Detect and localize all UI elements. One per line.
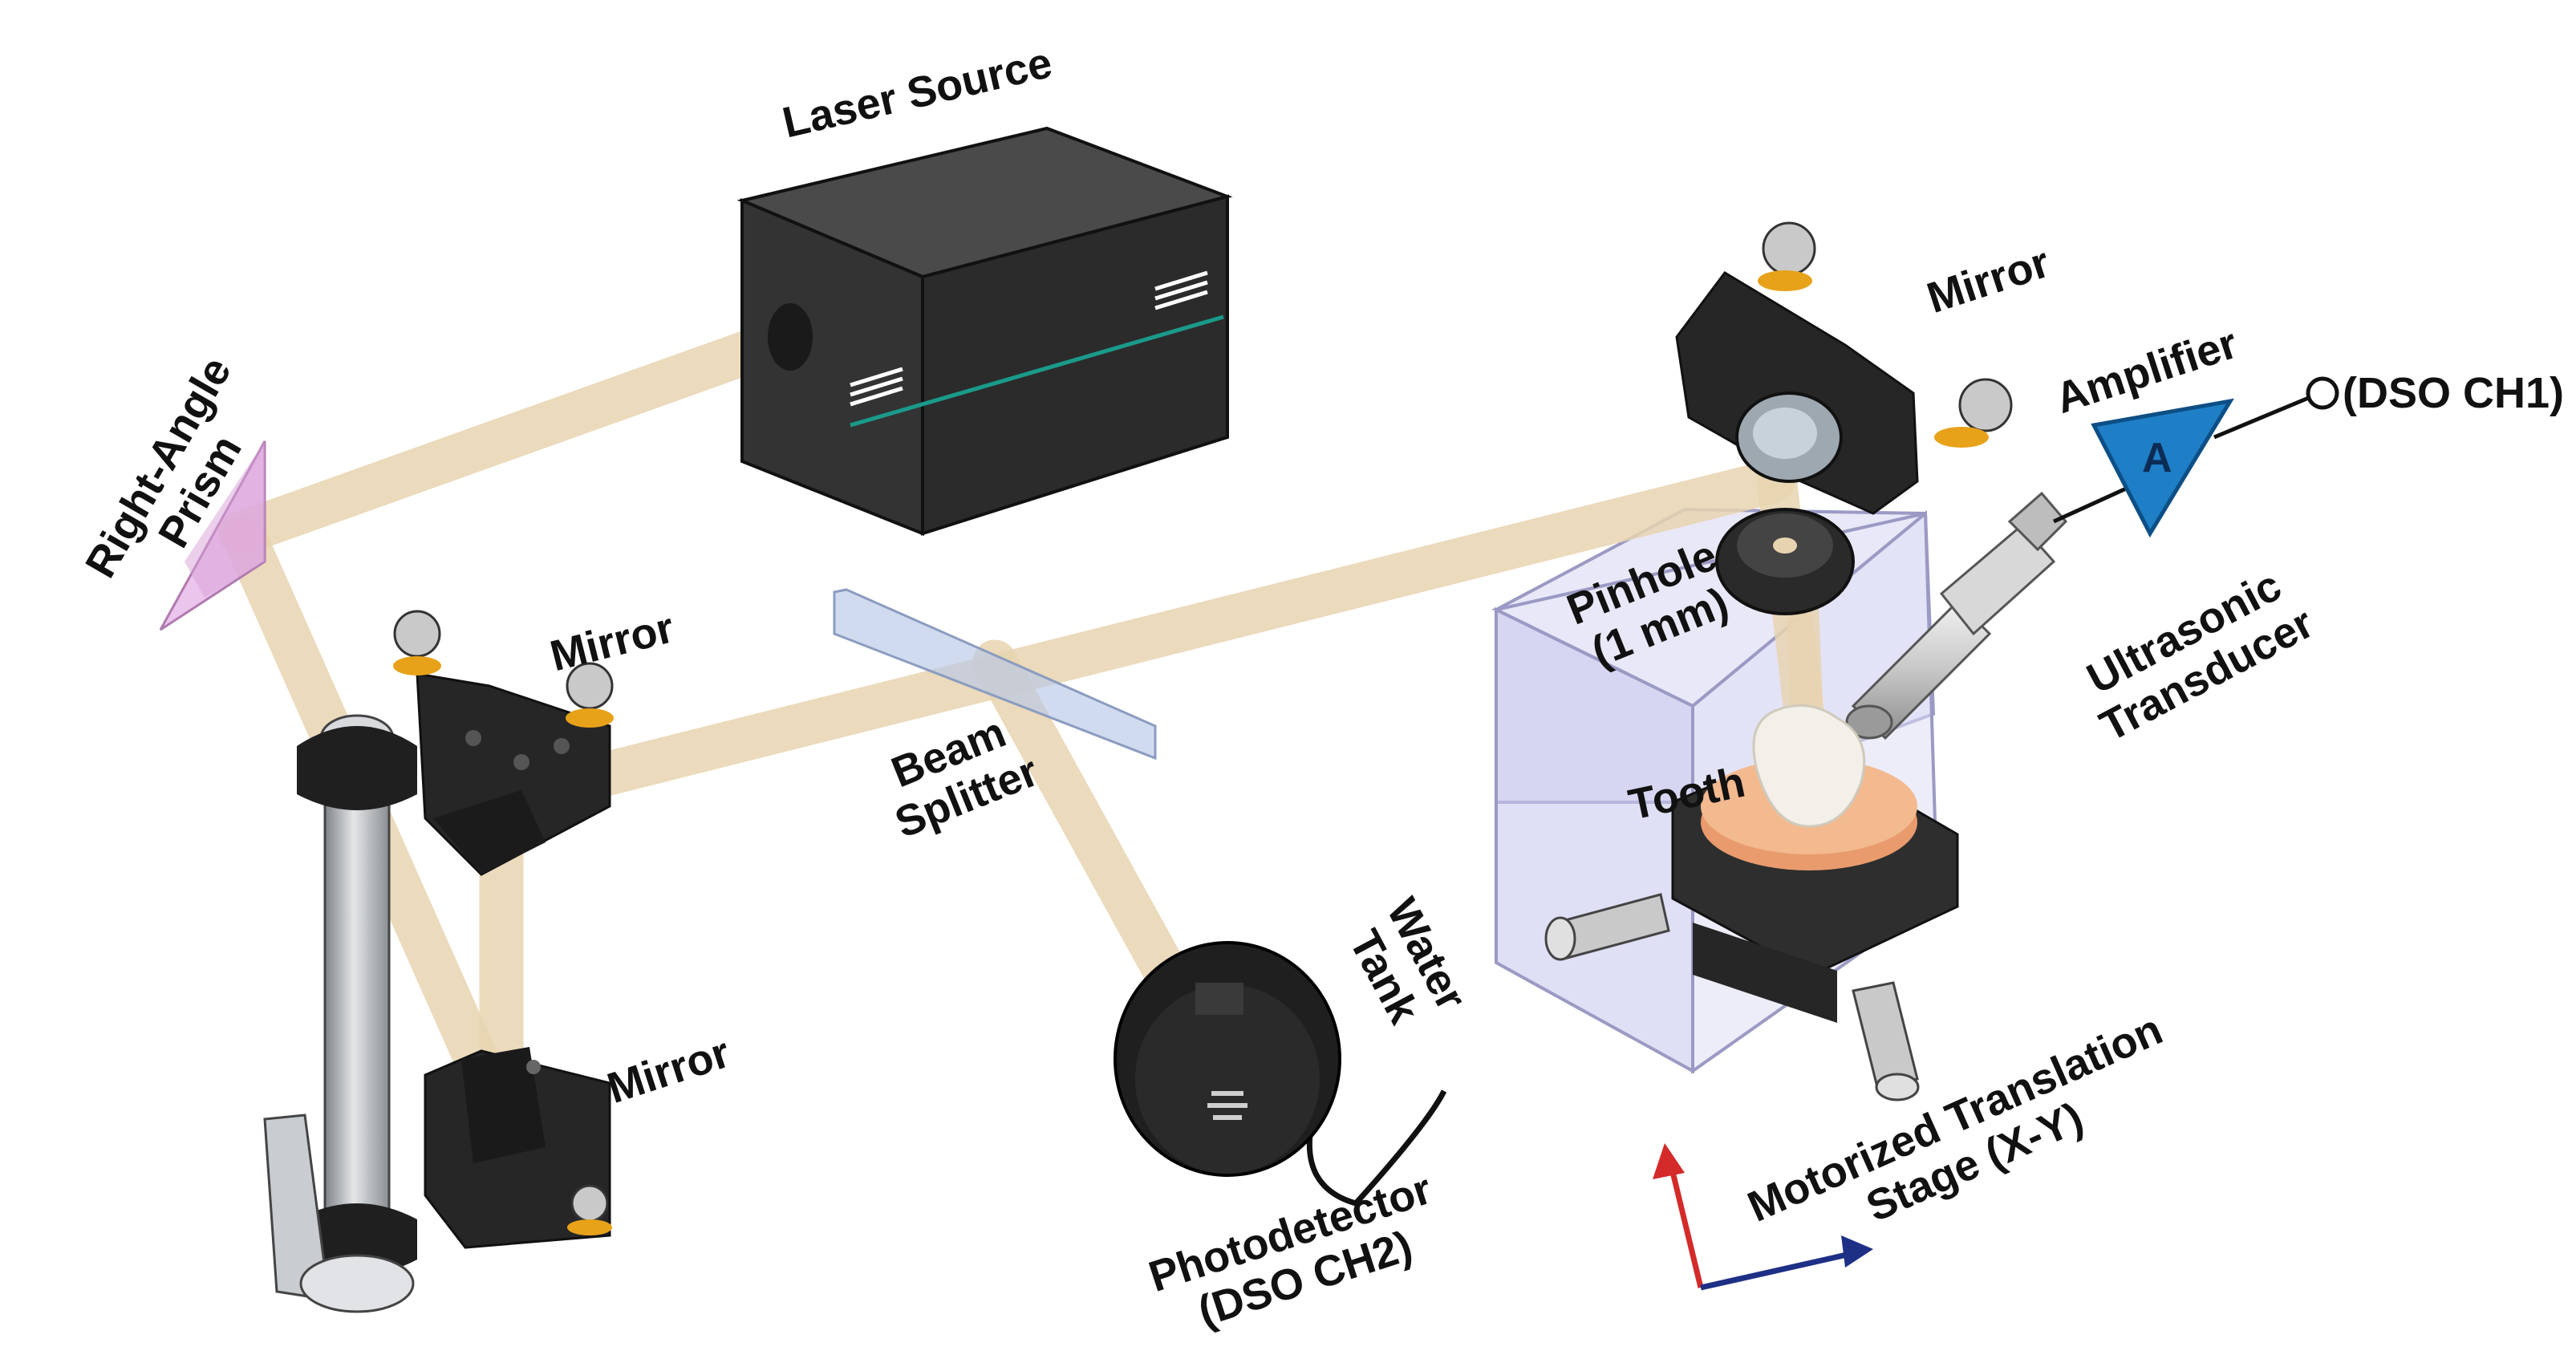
post-mount-assembly: [263, 714, 417, 1313]
mirror-top-left: [393, 610, 614, 876]
mirror-bottom-left: [424, 1047, 612, 1249]
mirror-right: [1675, 221, 2013, 515]
amplifier-symbol: A: [2142, 435, 2172, 481]
laser-source: [736, 126, 1233, 536]
ultrasonic-transducer: [1845, 491, 2068, 740]
right-angle-prism: [159, 440, 266, 631]
beam-splitter: [833, 588, 1157, 761]
dso-ch1-text: (DSO CH1): [2343, 369, 2565, 417]
dso-ch1-label: (DSO CH1): [2343, 369, 2564, 417]
amplifier-symbol-text: A: [2142, 435, 2172, 481]
tooth-sample: [1701, 704, 1917, 870]
axis-arrows: [1653, 1143, 1873, 1291]
amplifier: [2052, 376, 2339, 538]
photodetector: [1114, 941, 1447, 1207]
pinhole: [1715, 508, 1855, 615]
